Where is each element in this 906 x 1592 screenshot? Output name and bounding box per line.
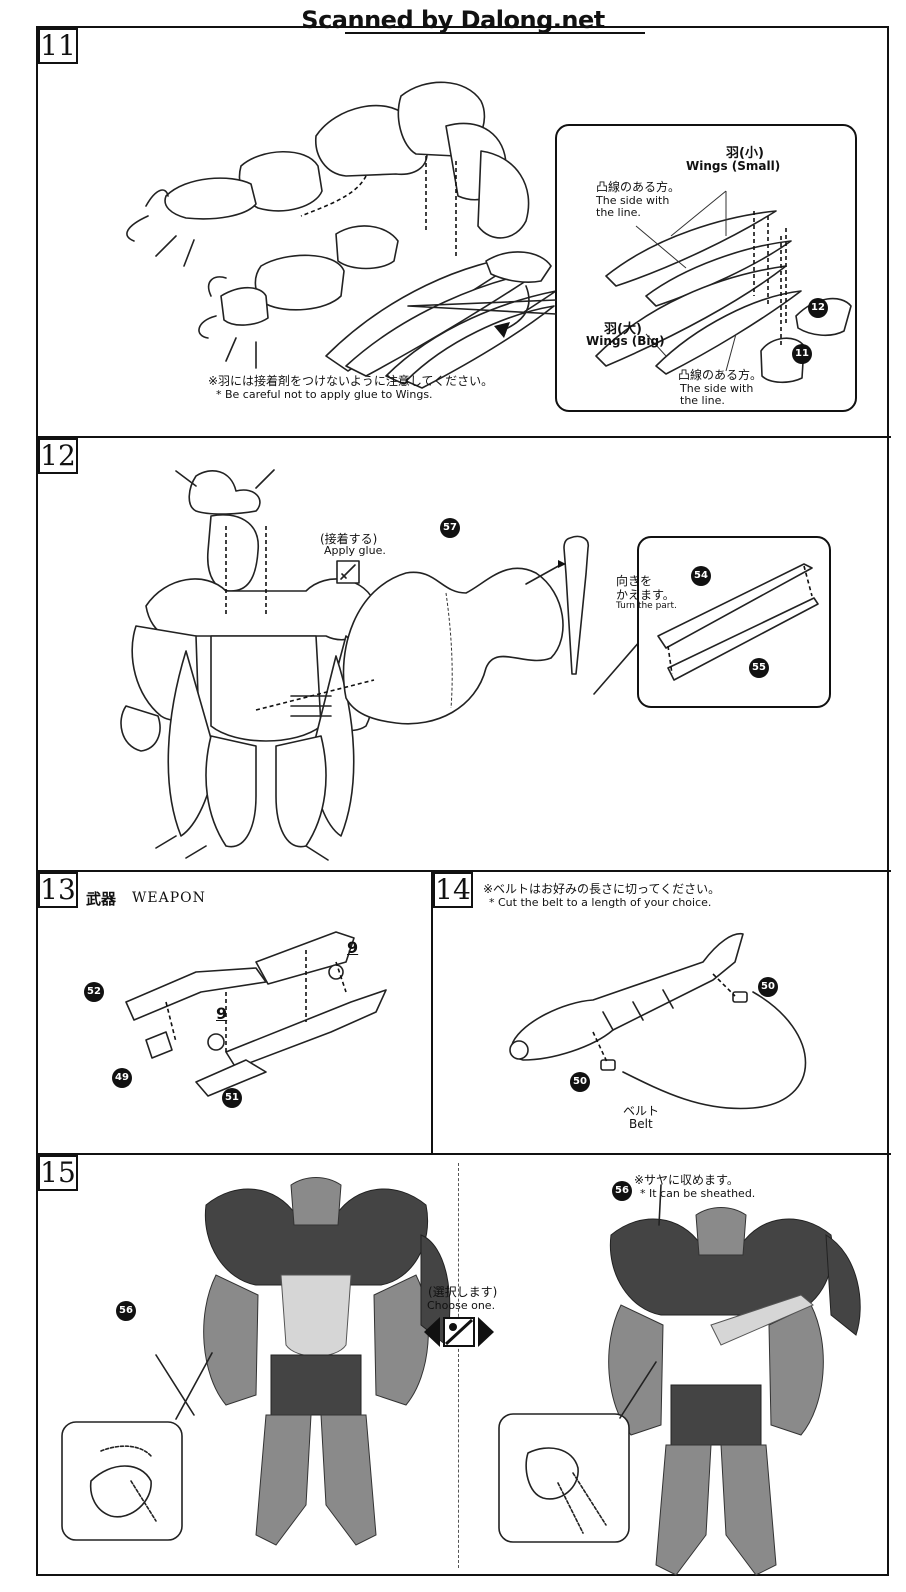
callout-pointer: [407, 299, 557, 315]
weapon-with-belt-drawing: [509, 933, 807, 1110]
part-number-50b: 50: [570, 1072, 590, 1092]
step-12-body-drawing: [120, 469, 377, 861]
line-side-en-bottom-1: The side with: [680, 382, 754, 395]
part-number-12: 12: [808, 298, 828, 318]
part-number-9b: 9: [216, 1004, 228, 1023]
step-number: 15: [38, 1155, 78, 1191]
line-side-jp-bottom: 凸線のある方。: [678, 368, 763, 382]
sheath-note-jp: ※サヤに収めます。: [634, 1173, 739, 1187]
step-number: 11: [38, 28, 78, 64]
step-number: 14: [433, 872, 473, 908]
turn-label-jp-1: 向きを: [616, 574, 653, 588]
wings-small-jp: 羽(小): [726, 146, 764, 161]
robot-with-sword-figure: [155, 1177, 451, 1546]
divider-15-dotted: [458, 1163, 459, 1568]
scabbard-drawing: [525, 535, 590, 675]
part-number-49: 49: [112, 1068, 132, 1088]
wings-big-en: Wings (Big): [586, 334, 665, 348]
step-11-note-en: * Be careful not to apply glue to Wings.: [216, 388, 433, 401]
divider-13-14: [431, 870, 433, 1155]
cape-part-drawing: [342, 567, 564, 725]
step-11-arm-assembly-drawing: [126, 81, 557, 389]
line-side-jp-top: 凸線のある方。: [596, 180, 681, 194]
glue-label-jp: (接着する): [320, 532, 378, 546]
part-number-54: 54: [691, 566, 711, 586]
step-14-panel: 14 ※ベルトはお好みの長さに切ってください。 * Cut the belt t…: [433, 872, 889, 1153]
part-number-51: 51: [222, 1088, 242, 1108]
wing-part-icon: [595, 190, 852, 384]
belt-label-jp: ベルト: [623, 1104, 660, 1118]
part-number-57: 57: [440, 518, 460, 538]
step-12-panel: 12 (接着する) Apply glue. 57 向きを: [36, 438, 891, 870]
part-number-11: 11: [792, 344, 812, 364]
divider-12-13: [36, 870, 891, 872]
glue-label-en: Apply glue.: [324, 544, 386, 557]
watermark: Scanned by Dalong.net: [301, 6, 605, 34]
turn-label-jp-2: かえます。: [616, 588, 675, 602]
belt-label-en: Belt: [629, 1117, 653, 1131]
step-13-title-en: WEAPON: [132, 890, 206, 906]
left-detail-callout: [61, 1421, 183, 1541]
step-12-scabbard-callout: [637, 536, 831, 708]
line-side-en-top-2: the line.: [596, 206, 641, 219]
part-number-55: 55: [749, 658, 769, 678]
divider-11-12: [36, 436, 891, 438]
step-11-note-jp: ※羽には接着剤をつけないように注意してください。: [208, 374, 494, 388]
wings-small-en: Wings (Small): [686, 159, 781, 173]
divider-13-15: [36, 1153, 891, 1155]
step-number: 12: [38, 438, 78, 474]
choose-one-label-en: Choose one.: [427, 1299, 496, 1312]
glue-brush-icon: [336, 560, 360, 584]
part-number-56-right: 56: [612, 1181, 632, 1201]
step-13-panel: 13 武器 WEAPON 9 9 52 49 51: [36, 872, 431, 1153]
step-11-panel: 11 ※羽には接着剤をつけないように注意してください。 * Be careful…: [36, 26, 891, 436]
step-14-note-en: * Cut the belt to a length of your choic…: [489, 896, 712, 909]
instruction-sheet: [36, 26, 889, 1576]
step-number: 13: [38, 872, 78, 908]
right-callout-pointer: [619, 1361, 657, 1419]
choose-one-label-jp: (選択します): [428, 1285, 498, 1299]
sheath-note-en: * It can be sheathed.: [640, 1187, 756, 1200]
part-number-56-left: 56: [116, 1301, 136, 1321]
turn-label-en: Turn the part.: [616, 601, 677, 611]
weapon-exploded-drawing: [125, 931, 387, 1097]
step-15-panel: 15 56 (選択します) Choose one. ※サヤに収めます。 * It…: [36, 1155, 891, 1576]
left-callout-pointer: [175, 1352, 213, 1420]
step-13-title-jp: 武器: [86, 890, 117, 908]
part-number-52: 52: [84, 982, 104, 1002]
part-number-9a: 9: [347, 938, 359, 957]
wings-big-jp: 羽(大): [604, 322, 642, 337]
robot-sheathed-figure: [608, 1184, 861, 1576]
step-14-note-jp: ※ベルトはお好みの長さに切ってください。: [483, 882, 721, 896]
watermark-underline: [345, 32, 645, 34]
line-side-en-bottom-2: the line.: [680, 394, 725, 407]
scabbard-halves-drawing: [657, 563, 819, 681]
part-number-50a: 50: [758, 977, 778, 997]
line-side-en-top-1: The side with: [596, 194, 670, 207]
right-detail-callout: [498, 1413, 630, 1543]
cape-connection-line: [255, 679, 375, 711]
choose-one-icon: [424, 1317, 494, 1347]
